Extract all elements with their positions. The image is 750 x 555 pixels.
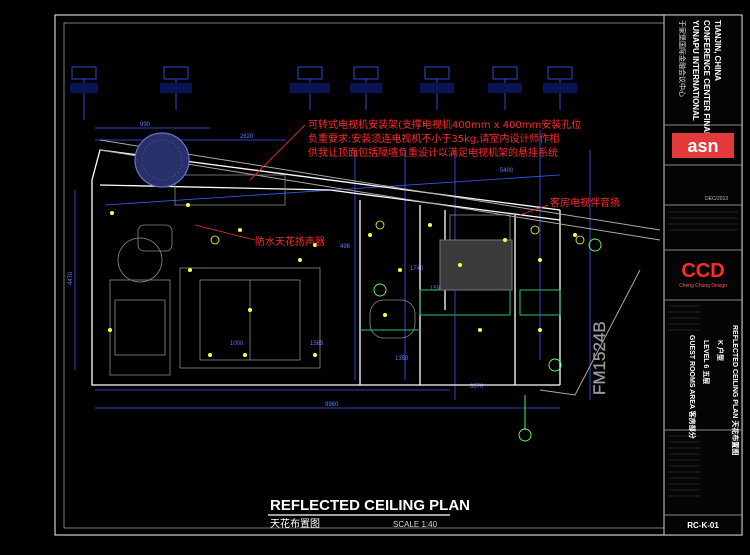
shower-speaker-label: 防水天花扬声器 <box>255 235 325 248</box>
dim-5400: 5400 <box>500 168 514 174</box>
dimension-lines <box>74 127 591 409</box>
dim-990: 990 <box>140 122 151 128</box>
round-table <box>134 132 190 188</box>
sheet-title-vertical: REFLECTED CEILING PLAN 天花布置图 <box>731 325 740 455</box>
project-name-en3: TIANJIN, CHINA <box>713 20 722 81</box>
fixture-tags <box>71 66 573 120</box>
project-name-cn: 于家堡国际金融会议中心 <box>678 20 687 97</box>
project-name-en1: YUNAPU INTERNATIONAL <box>691 20 700 121</box>
dim-496: 496 <box>340 244 351 250</box>
title-block: 于家堡国际金融会议中心 YUNAPU INTERNATIONAL CONFERE… <box>663 14 743 536</box>
sheet-date: DEC/2013 <box>705 196 728 202</box>
drawing-scale: SCALE 1:40 <box>393 520 438 529</box>
project-name-en2: CONFERENCE CENTER FINANCIAL <box>702 20 711 157</box>
drawing-subtitle: 天花布置图 <box>270 517 320 530</box>
dim-1740: 1740 <box>410 266 424 272</box>
room-walls <box>91 149 561 386</box>
tv-mount-note-1: 可转式电视机安装架(支撑电视机400mm x 400mm安装孔位 <box>308 118 581 131</box>
asn-logo-text: asn <box>687 136 718 156</box>
ceiling-lights <box>108 203 577 357</box>
dim-3570: 3570 <box>470 384 484 390</box>
tv-mount-note-3: 供我让顶面包括隔墙负重设计以满足电视机架的悬挂系统 <box>308 146 558 159</box>
dim-9960: 9960 <box>325 402 339 408</box>
dim-2620: 2620 <box>240 134 254 140</box>
bathroom-counter <box>360 289 561 331</box>
dim-1585: 1585 <box>310 341 324 347</box>
wall-type-label: FM1524B <box>590 321 609 395</box>
ccd-logo: CCD <box>681 260 724 282</box>
tv-mount-note-2: 负重要求:安装须连电视机不小于35kg,请室内设计师作相 <box>308 132 559 145</box>
exterior-wall <box>99 139 661 396</box>
ccd-logo-sub: Cheng Chung Design <box>679 283 727 289</box>
sheet-frame <box>54 14 743 536</box>
drawing-title: REFLECTED CEILING PLAN <box>270 497 470 514</box>
room-label: K 户型 <box>716 340 725 361</box>
speakers <box>210 220 585 245</box>
drawing-number: RC-K-01 <box>687 521 719 530</box>
dim-1000: 1000 <box>230 341 244 347</box>
closet-block <box>439 239 513 291</box>
dim-1350: 1350 <box>395 356 409 362</box>
level-label: LEVEL 6 五层 <box>702 340 711 384</box>
furniture <box>109 174 511 376</box>
tv-speaker-label: 客房电视伴音扬 <box>550 196 620 209</box>
annotation-leaders <box>194 124 549 241</box>
area-label: GUEST ROOMS AREA 客房部分 <box>688 335 697 439</box>
dim-4470: 4470 <box>68 271 74 285</box>
dim-1595: 1595 <box>430 286 444 292</box>
asn-logo <box>672 133 734 158</box>
section-markers <box>373 238 602 442</box>
